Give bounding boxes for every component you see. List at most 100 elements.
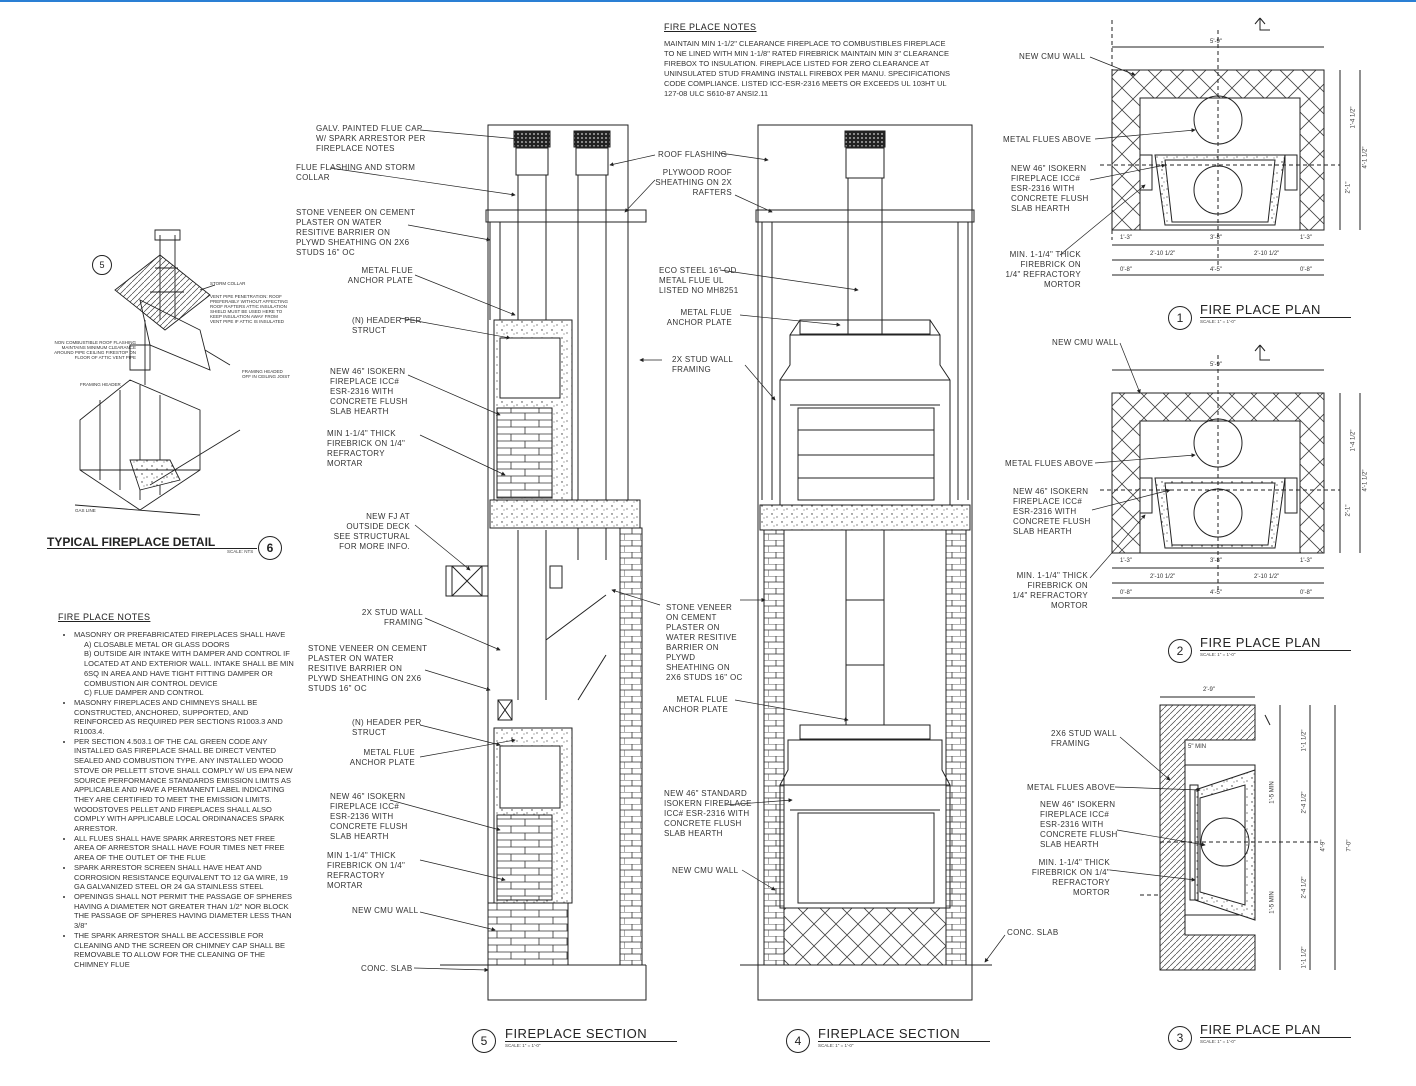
detail-6-gas-line: GAS LINE — [75, 508, 96, 513]
p2-dim-b2: 2'-10 1/2" — [1254, 574, 1280, 580]
plan-2-drawing — [1100, 344, 1361, 599]
s4-veneer-label: STONE VENEER ON CEMENT PLASTER ON WATER … — [666, 603, 743, 682]
section-5-scale: SCALE: 1" = 1'-0" — [505, 1043, 541, 1048]
notes-top-heading: FIRE PLACE NOTES — [664, 22, 757, 32]
s4-stud-label: 2X STUD WALL FRAMING — [672, 355, 733, 374]
note-item: OPENINGS SHALL NOT PERMIT THE PASSAGE OF… — [74, 892, 294, 931]
p2-dim-c1: 0'-8" — [1120, 590, 1132, 596]
p2-firebrick-label: MIN. 1-1/4" THICK FIREBRICK ON 1/4" REFR… — [1012, 571, 1088, 610]
s5-slab-label: CONC. SLAB — [361, 964, 413, 973]
p2-dim-d3: 2'-1" — [1345, 504, 1352, 517]
note-item: b) OUTSIDE AIR INTAKE WITH DAMPER AND CO… — [84, 649, 294, 688]
p2-dim-a2: 3'-8" — [1210, 558, 1222, 564]
p1-firebrick-label: MIN. 1-1/4" THICK FIREBRICK ON 1/4" REFR… — [1005, 250, 1081, 289]
detail-6-drawing — [74, 229, 241, 516]
s5-flashing-label: FLUE FLASHING AND STORM COLLAR — [296, 163, 416, 182]
section-5-number: 5 — [472, 1029, 496, 1053]
plan-3-number: 3 — [1168, 1026, 1192, 1050]
p1-isokern-label: NEW 46" ISOKERN FIREPLACE ICC# ESR-2316 … — [1011, 164, 1089, 213]
plan-1-drawing — [1100, 17, 1361, 276]
p3-stud-label: 2X6 STUD WALL FRAMING — [1051, 729, 1117, 748]
notes-top-text: MAINTAIN MIN 1-1/2" CLEARANCE FIREPLACE … — [664, 39, 951, 98]
top-rule — [0, 0, 1416, 2]
p1-dim-a1: 1'-3" — [1120, 235, 1132, 241]
p1-dim-c2: 4'-5" — [1210, 267, 1222, 273]
detail-6-storm-collar: STORM COLLAR — [210, 281, 246, 286]
p2-flues-label: METAL FLUES ABOVE — [1005, 459, 1094, 468]
p1-dim-c3: 0'-8" — [1300, 267, 1312, 273]
s4-anchor2-label: METAL FLUE ANCHOR PLATE — [662, 695, 728, 714]
detail-6-framing-header: FRAMING HEADER — [80, 382, 121, 387]
p3-firebrick-label: MIN. 1-1/4" THICK FIREBRICK ON 1/4" REFR… — [1031, 858, 1110, 897]
p1-dim-top: 5'-9" — [1210, 39, 1222, 45]
note-item: ALL FLUES SHALL HAVE SPARK ARRESTORS NET… — [74, 834, 294, 863]
p3-dim-top: 2'-9" — [1203, 687, 1215, 693]
s5-firebrick2-label: MIN 1-1/4" THICK FIREBRICK ON 1/4" REFRA… — [327, 851, 406, 890]
p3-dim-d1: 1'-1 1/2" — [1301, 729, 1308, 752]
plan-3-scale: SCALE: 1" = 1'-0" — [1200, 1039, 1236, 1044]
p2-dim-d2: 4'-1 1/2" — [1362, 469, 1369, 492]
p2-dim-c2: 4'-5" — [1210, 590, 1222, 596]
s5-cmu-label: NEW CMU WALL — [352, 906, 419, 915]
s5-cap-label: GALV. PAINTED FLUE CAP W/ SPARK ARRESTOR… — [316, 124, 426, 153]
p3-dim-d2: 1'-5 MIN — [1269, 781, 1276, 804]
note-item: c) FLUE DAMPER AND CONTROL — [84, 688, 204, 698]
p1-dim-b2: 2'-10 1/2" — [1254, 251, 1280, 257]
note-item: PER SECTION 4.503.1 OF THE CAL GREEN COD… — [74, 737, 294, 834]
detail-6-section-bubble: 5 — [92, 255, 112, 275]
note-item: THE SPARK ARRESTOR SHALL BE ACCESSIBLE F… — [74, 931, 294, 970]
p2-dim-a1: 1'-3" — [1120, 558, 1132, 564]
s5-header1-label: (N) HEADER PER STRUCT — [352, 316, 422, 335]
detail-6-underline — [47, 548, 257, 549]
p3-flues-label: METAL FLUES ABOVE — [1027, 783, 1116, 792]
s5-firebrick1-label: MIN 1-1/4" THICK FIREBRICK ON 1/4" REFRA… — [327, 429, 406, 468]
p2-dim-top: 5'-9" — [1210, 362, 1222, 368]
s4-anchor1-label: METAL FLUE ANCHOR PLATE — [666, 308, 732, 327]
plan-2-title: FIRE PLACE PLAN — [1200, 635, 1351, 651]
s4-standard-label: NEW 46" STANDARD ISOKERN FIREPLACE ICC# … — [664, 789, 752, 838]
section-4-title: FIREPLACE SECTION — [818, 1026, 991, 1042]
section-4-number: 4 — [786, 1029, 810, 1053]
s4-cmu-label: NEW CMU WALL — [672, 866, 739, 875]
p3-dim-d4: 4'-9" — [1320, 839, 1327, 852]
s5-veneer1-label: STONE VENEER ON CEMENT PLASTER ON WATER … — [296, 208, 416, 257]
p3-dim-d5: 7'-0" — [1346, 839, 1353, 852]
p3-dim-d6: 1'-5 MIN — [1269, 891, 1276, 914]
s5-isokern1-label: NEW 46" ISOKERN FIREPLACE ICC# ESR-2316 … — [330, 367, 408, 416]
note-item: MASONRY FIREPLACES AND CHIMNEYS SHALL BE… — [74, 698, 294, 737]
s5-anchor1-label: METAL FLUE ANCHOR PLATE — [347, 266, 413, 285]
detail-6-scale: SCALE: NTS — [227, 549, 254, 554]
p1-dim-a3: 1'-3" — [1300, 235, 1312, 241]
s5-veneer2-label: STONE VENEER ON CEMENT PLASTER ON WATER … — [308, 644, 428, 693]
p3-dim-min5: 5" MIN — [1188, 744, 1207, 750]
plan-3-title: FIRE PLACE PLAN — [1200, 1022, 1351, 1038]
note-item: a) CLOSABLE METAL OR GLASS DOORS — [84, 639, 230, 649]
s5-header2-label: (N) HEADER PER STRUCT — [352, 718, 422, 737]
plan-1-title: FIRE PLACE PLAN — [1200, 302, 1351, 318]
p2-dim-a3: 1'-3" — [1300, 558, 1312, 564]
s5-isokern2-label: NEW 46" ISOKERN FIREPLACE ICC# ESR-2136 … — [330, 792, 408, 841]
detail-6-number: 6 — [258, 536, 282, 560]
note-item: SPARK ARRESTOR SCREEN SHALL HAVE HEAT AN… — [74, 863, 294, 892]
p3-dim-d7: 2'-4 1/2" — [1301, 876, 1308, 899]
s4-roof-flashing-label: ROOF FLASHING — [658, 150, 728, 159]
p1-dim-b1: 2'-10 1/2" — [1150, 251, 1176, 257]
p1-dim-d2: 4'-1 1/2" — [1362, 146, 1369, 169]
plan-2-number: 2 — [1168, 639, 1192, 663]
plan-2-scale: SCALE: 1" = 1'-0" — [1200, 652, 1236, 657]
p2-cmu-label: NEW CMU WALL — [1052, 338, 1119, 347]
note-item: MASONRY OR PREFABRICATED FIREPLACES SHAL… — [74, 630, 294, 640]
detail-6-vent-pipe: VENT PIPE PENETRATION: ROOF PREFERABLY W… — [210, 294, 289, 324]
s5-stud-label: 2X STUD WALL FRAMING — [361, 608, 423, 627]
p1-dim-c1: 0'-8" — [1120, 267, 1132, 273]
detail-6-framing-headed: FRAMING HEADED OFF IN CEILING JOIST — [242, 369, 291, 379]
p1-dim-d1: 1'-4 1/2" — [1350, 106, 1357, 129]
s5-anchor2-label: METAL FLUE ANCHOR PLATE — [349, 748, 415, 767]
p3-isokern-label: NEW 46" ISOKERN FIREPLACE ICC# ESR-2316 … — [1040, 800, 1118, 849]
notes-left-list: MASONRY OR PREFABRICATED FIREPLACES SHAL… — [58, 630, 294, 970]
p2-dim-d1: 1'-4 1/2" — [1350, 429, 1357, 452]
p1-cmu-label: NEW CMU WALL — [1019, 52, 1086, 61]
notes-left-heading: FIRE PLACE NOTES — [58, 612, 151, 622]
p2-dim-b1: 2'-10 1/2" — [1150, 574, 1176, 580]
p1-flues-label: METAL FLUES ABOVE — [1003, 135, 1092, 144]
